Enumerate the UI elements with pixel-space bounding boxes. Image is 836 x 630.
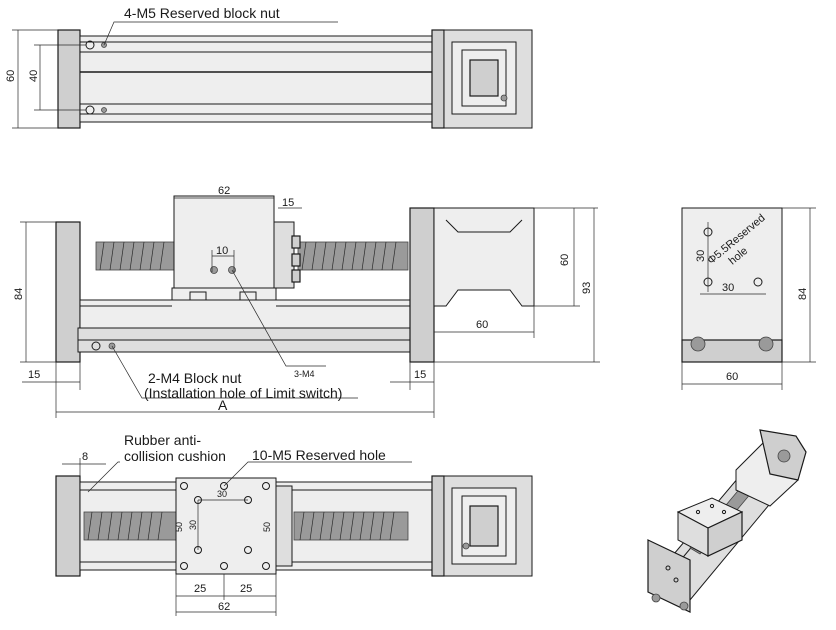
dim-60-top: 60 xyxy=(5,70,17,82)
dim-25-right: 25 xyxy=(240,583,252,595)
dim-30-bottom-horizontal: 30 xyxy=(217,489,227,499)
label-reserved-block-nut: 4-M5 Reserved block nut xyxy=(124,5,280,21)
label-rubber-line2: collision cushion xyxy=(124,448,226,464)
carriage-top-plate xyxy=(175,477,277,575)
front-view-motor-plate xyxy=(409,207,435,363)
dim-25-left: 25 xyxy=(194,583,206,595)
label-3-m4: 3-M4 xyxy=(294,369,315,379)
bottom-view: 30 30 50 50 Rubber anti- collision cushi… xyxy=(55,432,533,616)
side-view-end-plate xyxy=(681,207,783,363)
dim-60-side: 60 xyxy=(726,371,738,383)
dim-10: 10 xyxy=(216,245,228,257)
label-block-nut: 2-M4 Block nut xyxy=(148,370,241,386)
dim-93: 93 xyxy=(581,282,593,294)
carriage-block xyxy=(173,195,275,289)
dim-8: 8 xyxy=(82,451,88,463)
dim-30-bottom-vertical: 30 xyxy=(188,520,198,530)
dim-84-side: 84 xyxy=(797,288,809,300)
label-install-hole: (Installation hole of Limit switch) xyxy=(144,385,342,401)
dim-60-height: 60 xyxy=(559,254,571,266)
front-view: 62 15 10 3-M4 84 60 93 60 15 xyxy=(13,185,600,418)
label-reserved-hole: 10-M5 Reserved hole xyxy=(252,447,386,463)
dim-62-front: 62 xyxy=(218,185,230,197)
iso-end-plate xyxy=(647,539,691,613)
side-view: 30 30 Φ5.5Reserved hole 84 60 xyxy=(681,207,816,390)
lead-screw-right xyxy=(297,241,409,271)
dim-50-bottom-right: 50 xyxy=(262,522,272,532)
label-rubber-line1: Rubber anti- xyxy=(124,432,201,448)
dim-60-width: 60 xyxy=(476,319,488,331)
dim-30-side-horizontal: 30 xyxy=(722,282,734,294)
dim-84-front: 84 xyxy=(13,288,25,300)
dim-a-total-length: A xyxy=(218,397,228,413)
top-view-rail-body xyxy=(79,35,433,123)
bottom-view-left-end-plate xyxy=(55,475,81,577)
front-view-left-end-plate xyxy=(55,221,81,363)
dim-30-side-vertical: 30 xyxy=(695,250,707,262)
dim-50-bottom-left: 50 xyxy=(174,522,184,532)
dim-15-right: 15 xyxy=(414,369,426,381)
dim-15-left: 15 xyxy=(28,369,40,381)
top-view: 4-M5 Reserved block nut 60 40 xyxy=(5,5,533,129)
isometric-view xyxy=(647,429,807,613)
dim-62-bottom: 62 xyxy=(218,601,230,613)
dim-15-carriage: 15 xyxy=(282,197,294,209)
dim-40: 40 xyxy=(28,70,40,82)
